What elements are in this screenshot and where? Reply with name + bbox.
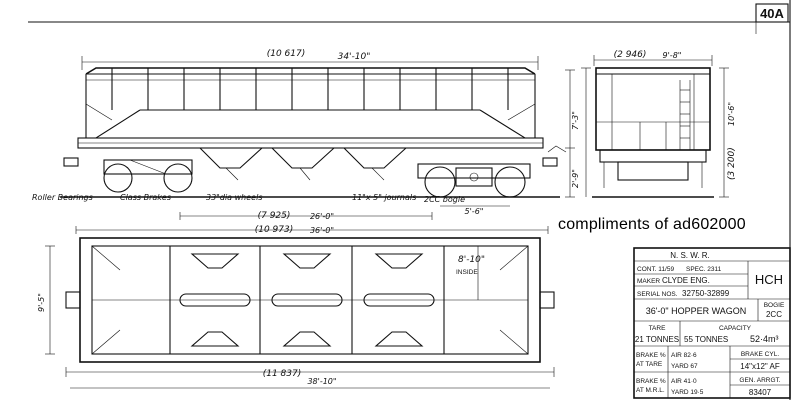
end-width-imperial: 9'-8" — [663, 51, 682, 60]
headstocks-imperial: 36'-0" — [310, 226, 334, 235]
tb-tare: 21 TONNES — [635, 335, 679, 344]
label-bogie: 2CC bogie — [424, 195, 465, 204]
end-width-metric: (2 946) — [614, 50, 647, 60]
headstocks-metric: (10 973) — [255, 225, 294, 235]
side-length-metric: (10 617) — [267, 49, 306, 59]
tb-brake-cyl: 14"x12" AF — [740, 362, 780, 371]
watermark-text: compliments of ad602000 — [558, 216, 746, 233]
tb-brake-ml-yard: YARD 19·5 — [671, 389, 704, 396]
tb-brake-ml-air: AIR 41·0 — [671, 378, 697, 385]
tb-brake-tare-yard: YARD 67 — [671, 363, 698, 370]
label-journals: 11"x 5" journals — [352, 193, 416, 202]
tb-gen-arr: 83407 — [749, 388, 772, 397]
height-side-dim: 7'-3" — [571, 111, 580, 130]
tb-capacity-volume: 52·4m³ — [750, 334, 779, 344]
bogie-centres-imperial: 26'-0" — [310, 212, 334, 221]
end-height-imperial: 10'-6" — [727, 102, 736, 126]
plan-inside-label: INSIDE — [456, 269, 478, 276]
plan-length-imperial: 38'-10" — [307, 377, 336, 386]
tb-contract: CONT. 11/59 — [637, 266, 674, 273]
plan-inside-width: 8'-10" — [458, 255, 485, 265]
tb-brake-cyl-label: BRAKE CYL. — [741, 351, 779, 358]
label-roller-bearings: Roller Bearings — [32, 193, 93, 202]
side-view — [60, 56, 575, 234]
tb-bogie: 2CC — [766, 310, 782, 319]
sheet-number: 40A — [760, 6, 784, 21]
tb-railway: N. S. W. R. — [670, 251, 710, 260]
end-view — [581, 55, 729, 198]
bogie-wheelbase-dim: 5'-6" — [465, 207, 484, 216]
tb-gen-arr-label: GEN. ARRGT. — [739, 377, 780, 384]
tb-brake-tare-label1: BRAKE % — [636, 352, 666, 359]
bogie-right — [417, 163, 531, 198]
tb-brake-ml-label2: AT M.R.L. — [636, 387, 665, 394]
tb-brake-ml-label1: BRAKE % — [636, 378, 666, 385]
height-floor-dim: 2'-9" — [571, 169, 580, 188]
tb-brake-tare-label2: AT TARE — [636, 361, 663, 368]
tb-serial-label: SERIAL NOS. — [637, 291, 678, 298]
plan-length-metric: (11 837) — [263, 369, 302, 379]
plan-left-dim: 9'-5" — [37, 293, 46, 312]
tb-tare-label: TARE — [649, 325, 667, 332]
tb-maker: CLYDE ENG. — [662, 276, 710, 285]
side-length-imperial: 34'-10" — [338, 52, 371, 62]
label-wheels: 33"dia wheels — [206, 193, 262, 202]
tb-code: HCH — [755, 272, 783, 287]
tb-brake-tare-air: AIR 82·6 — [671, 352, 697, 359]
tb-spec: SPEC. 2311 — [686, 266, 722, 273]
end-height-metric: (3 200) — [727, 147, 737, 180]
plan-view — [45, 237, 555, 389]
tb-serial: 32750-32899 — [682, 289, 730, 298]
tb-capacity-label: CAPACITY — [719, 325, 752, 332]
tb-bogie-label: BOGIE — [764, 302, 785, 309]
bogie-left — [103, 159, 193, 193]
hopper-chutes — [199, 147, 407, 181]
tb-capacity-weight: 55 TONNES — [684, 335, 728, 344]
bogie-centres-metric: (7 925) — [258, 211, 291, 221]
title-block — [633, 247, 791, 399]
tb-title: 36'-0" HOPPER WAGON — [646, 306, 747, 316]
hopper-doors — [179, 253, 435, 347]
side-stanchions — [111, 68, 509, 110]
couplers — [63, 145, 567, 167]
label-brakes: Class Brakes — [120, 193, 171, 202]
tb-maker-label: MAKER — [637, 278, 660, 285]
